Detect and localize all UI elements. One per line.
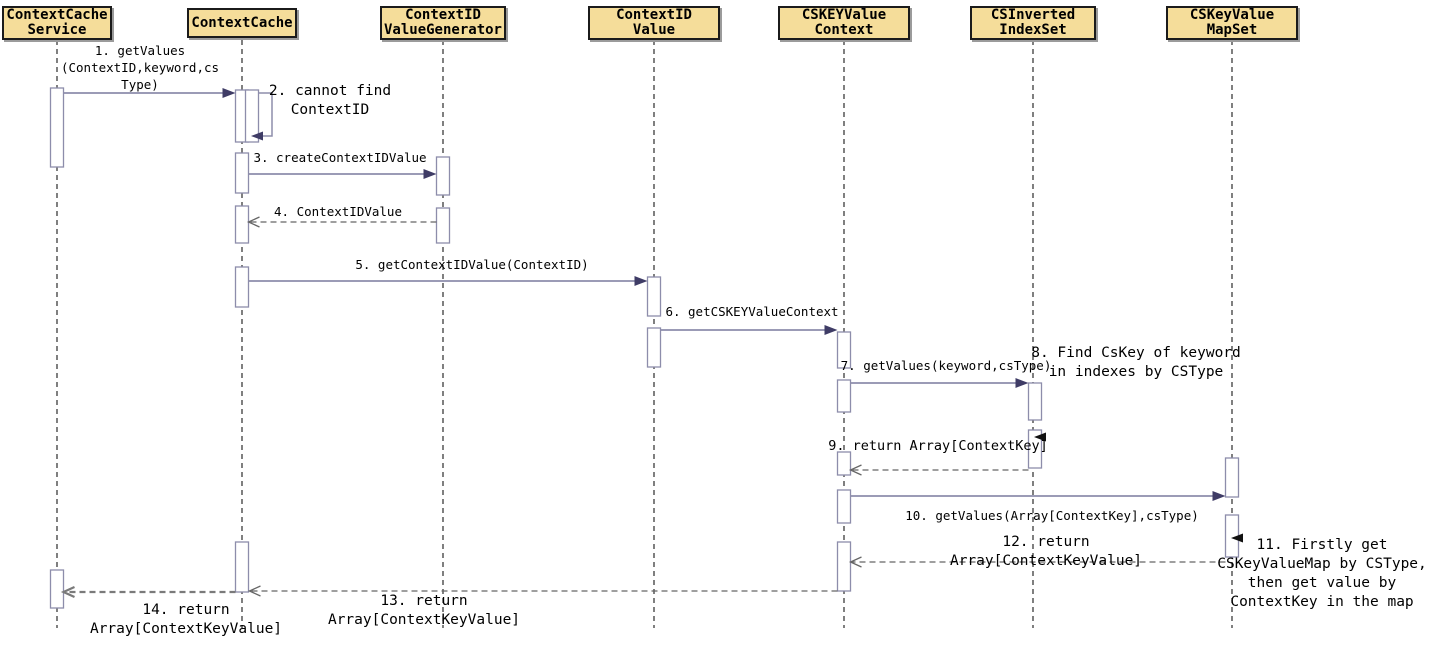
message-8-label-line: 8. Find CsKey of keyword [1031, 345, 1241, 361]
message-12-label-line: Array[ContextKeyValue] [949, 553, 1143, 569]
message-11-label-line: ContextKey in the map [1230, 594, 1414, 610]
message-1-label-line: (ContextID,keyword,cs [60, 60, 220, 75]
message-1-arrowhead [222, 88, 236, 98]
activation-context-recv-msg6 [836, 331, 852, 369]
participant-context-cache: ContextCache [187, 8, 297, 38]
activation-generator-recv-msg3 [435, 156, 451, 196]
activation-cache-recv-msg13 [234, 541, 250, 593]
message-13-open-arrowhead [247, 585, 261, 597]
message-5-label-line: 5. getContextIDValue(ContextID) [355, 257, 589, 272]
activation-idvalue-send-msg6 [646, 327, 662, 368]
message-7-arrowhead [1015, 378, 1029, 388]
message-1-label-line: 1. getValues [94, 43, 186, 58]
participant-label: ContextID [405, 7, 481, 23]
message-14-open-arrowhead [60, 585, 75, 599]
message-7-label-line: 7. getValues(keyword,csType) [840, 358, 1052, 373]
message-2-label-line: 2. cannot find [268, 83, 392, 99]
message-6-label-line: 6. getCSKEYValueContext [665, 304, 839, 319]
activation-context-send-msg10 [836, 489, 852, 524]
participant-label: CSInverted [990, 7, 1076, 23]
message-8-arrowhead [1034, 432, 1046, 442]
participant-label: CSKeyValue [1189, 7, 1275, 23]
message-6-arrowhead [824, 325, 838, 335]
message-8-self-line [1042, 385, 1067, 437]
participant-label: MapSet [1206, 22, 1258, 38]
participant-label: IndexSet [999, 22, 1067, 38]
participant-label: Value [632, 22, 676, 38]
activation-indexset-recv-msg7 [1027, 382, 1043, 421]
activation-mapset-self-msg11-top [1224, 457, 1240, 498]
message-13-label-line: 13. return [380, 593, 468, 609]
message-9-label-line: 9. return Array[ContextKey] [828, 438, 1048, 454]
message-11-label-line: CSKeyValueMap by CSType, [1217, 556, 1427, 572]
activation-context-recv-msg12 [836, 541, 852, 592]
activation-cache-recv-msg4 [234, 205, 250, 244]
participant-label: ContextID [616, 7, 692, 23]
message-11-label-line: then get value by [1247, 575, 1397, 591]
message-11-arrowhead [1231, 533, 1243, 543]
participant-label: CSKEYValue [801, 7, 887, 23]
participant-label: ContextCache [6, 7, 108, 23]
activation-indexset-recv-msg8 [1027, 429, 1043, 469]
participant-label: ContextCache [191, 14, 293, 31]
message-5-label: 5. getContextIDValue(ContextID) [355, 256, 588, 273]
activation-generator-send-msg4 [435, 207, 451, 244]
participant-label: Service [27, 22, 87, 38]
message-11-self-line [1239, 487, 1264, 538]
activation-context-recv-msg9 [836, 451, 852, 476]
activation-cache-send-msg3 [234, 152, 250, 194]
message-9-label: 9. return Array[ContextKey] [828, 438, 1047, 455]
message-14-label-line: Array[ContextKeyValue] [89, 621, 283, 637]
participant-label: ValueGenerator [383, 22, 502, 38]
activation-service-recv-msg14 [49, 569, 65, 609]
message-10-label: 10. getValues(Array[ContextKey],csType) [905, 507, 1199, 524]
message-6-label: 6. getCSKEYValueContext [665, 303, 838, 320]
message-12-open-arrowhead [848, 556, 862, 568]
activation-context-send-msg7 [836, 379, 852, 413]
message-11-label-line: 11. Firstly get [1256, 537, 1388, 553]
activation-idvalue-recv-msg5 [646, 276, 662, 317]
message-2-label-line: ContextID [290, 102, 370, 118]
message-2-arrowhead [251, 131, 263, 141]
message-10-arrowhead [1212, 491, 1226, 501]
message-2-self-line [258, 92, 273, 137]
activation-cache-recv-msg1-nested [244, 89, 260, 143]
message-3-arrowhead [423, 169, 437, 179]
message-9-open-arrowhead [848, 464, 862, 476]
message-12-label-line: 12. return [1002, 534, 1090, 550]
message-4-open-arrowhead [246, 216, 260, 228]
message-3-label-line: 3. createContextIDValue [253, 150, 427, 165]
message-10-label-line: 10. getValues(Array[ContextKey],csType) [905, 508, 1199, 523]
message-3-label: 3. createContextIDValue [253, 149, 426, 166]
message-8-label-line: in indexes by CSType [1048, 364, 1224, 380]
message-1-label-line: Type) [121, 77, 159, 92]
activation-cache-send-msg5 [234, 266, 250, 308]
message-7-label: 7. getValues(keyword,csType) [841, 357, 1052, 374]
message-14-label-line: 14. return [142, 602, 230, 618]
message-4-label: 4. ContextIDValue [274, 203, 402, 220]
message-8-label: 8. Find CsKey of keyword in indexes by CS… [1031, 344, 1241, 382]
message-13-label-line: Array[ContextKeyValue] [327, 612, 521, 628]
message-5-arrowhead [634, 276, 648, 286]
participant-label: Context [814, 22, 874, 38]
message-4-label-line: 4. ContextIDValue [274, 204, 402, 219]
activation-service-recv-msg1 [49, 87, 65, 168]
